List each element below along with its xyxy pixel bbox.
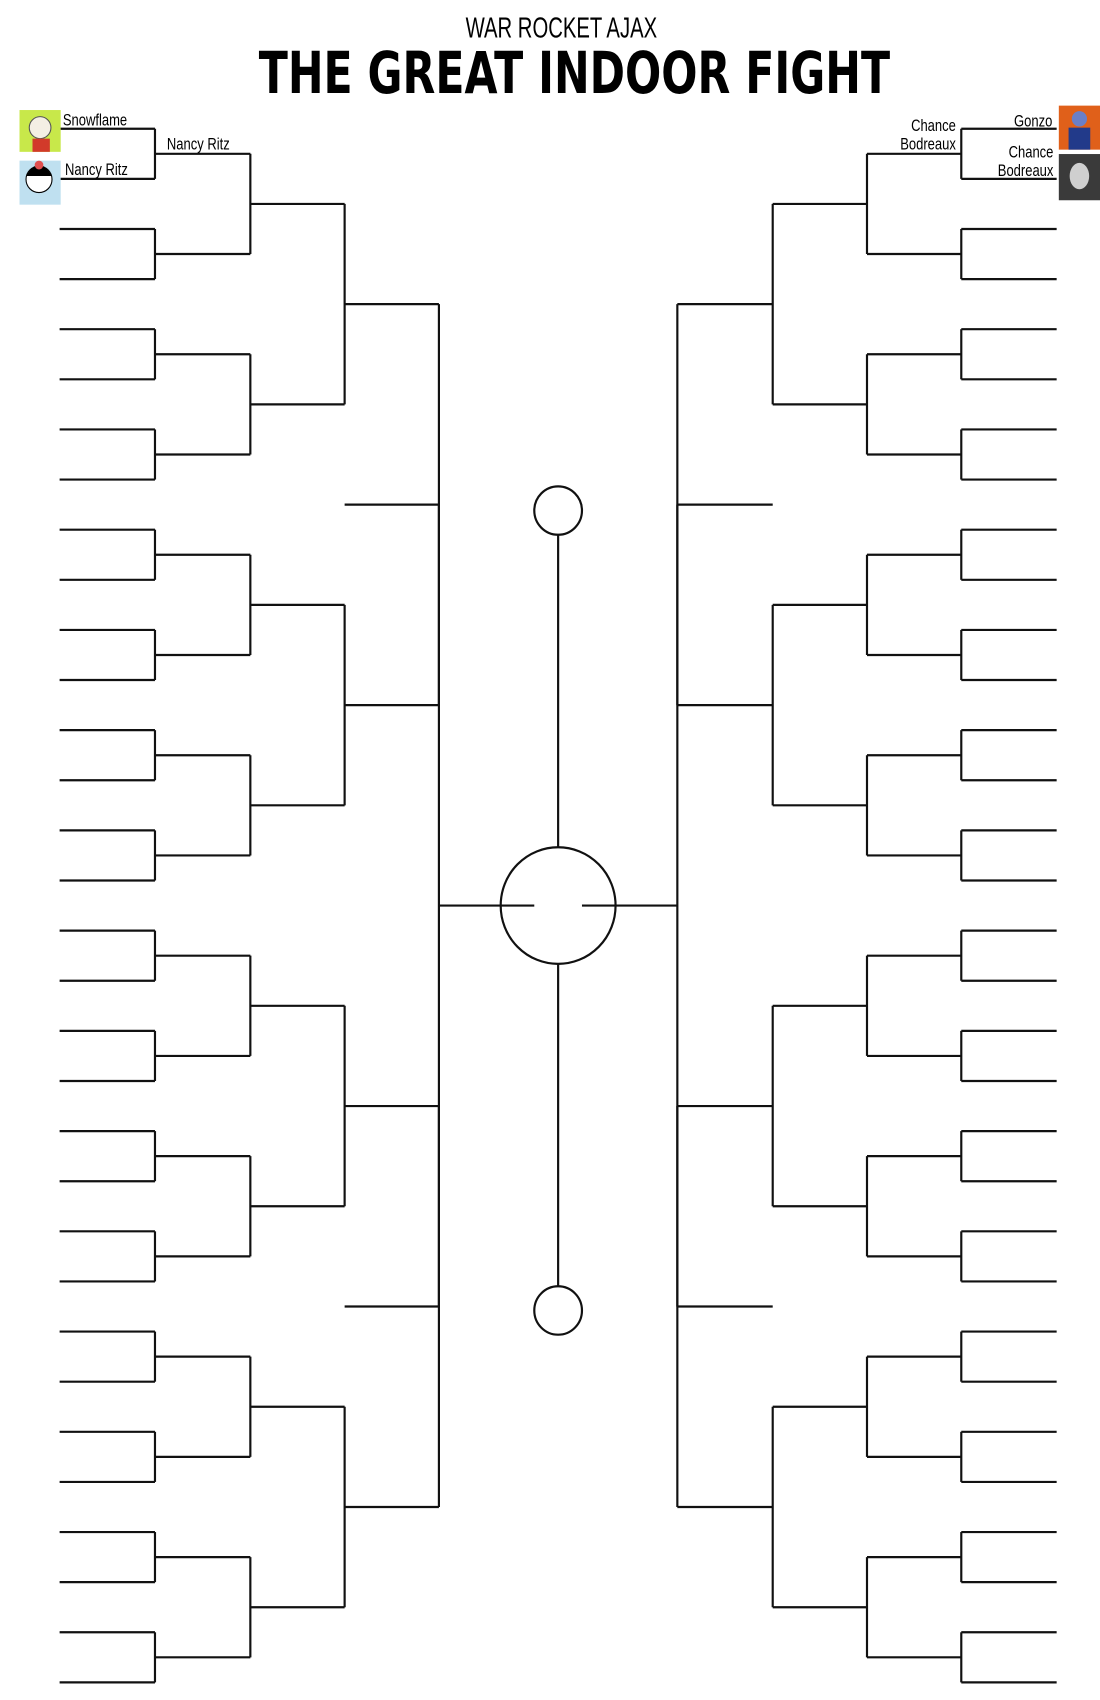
right-r1-entrant-2-line1: Chance <box>1009 144 1054 162</box>
top-semifinal-circle <box>533 485 584 536</box>
snowflame-avatar <box>19 110 61 152</box>
left-r1-entrant-2: Nancy Ritz <box>65 162 128 180</box>
right-r1-entrant-1: Gonzo <box>1014 113 1052 131</box>
nancy-ritz-avatar <box>19 160 61 205</box>
left-r1-entrant-1: Snowflame <box>63 112 127 130</box>
champion-circle <box>499 846 617 965</box>
right-r2-winner-1-line2: Bodreaux <box>900 136 956 154</box>
bottom-semifinal-circle <box>533 1285 584 1336</box>
gonzo-avatar <box>1058 105 1100 150</box>
bracket-title: THE GREAT INDOOR FIGHT <box>259 41 891 108</box>
bracket-lines <box>59 127 1057 1684</box>
right-r2-winner-1-line1: Chance <box>911 118 956 136</box>
chance-bodreaux-avatar <box>1058 154 1100 201</box>
right-r1-entrant-2-line2: Bodreaux <box>998 163 1054 181</box>
left-r2-winner-1: Nancy Ritz <box>167 136 230 154</box>
bracket-subtitle: WAR ROCKET AJAX <box>466 13 658 44</box>
